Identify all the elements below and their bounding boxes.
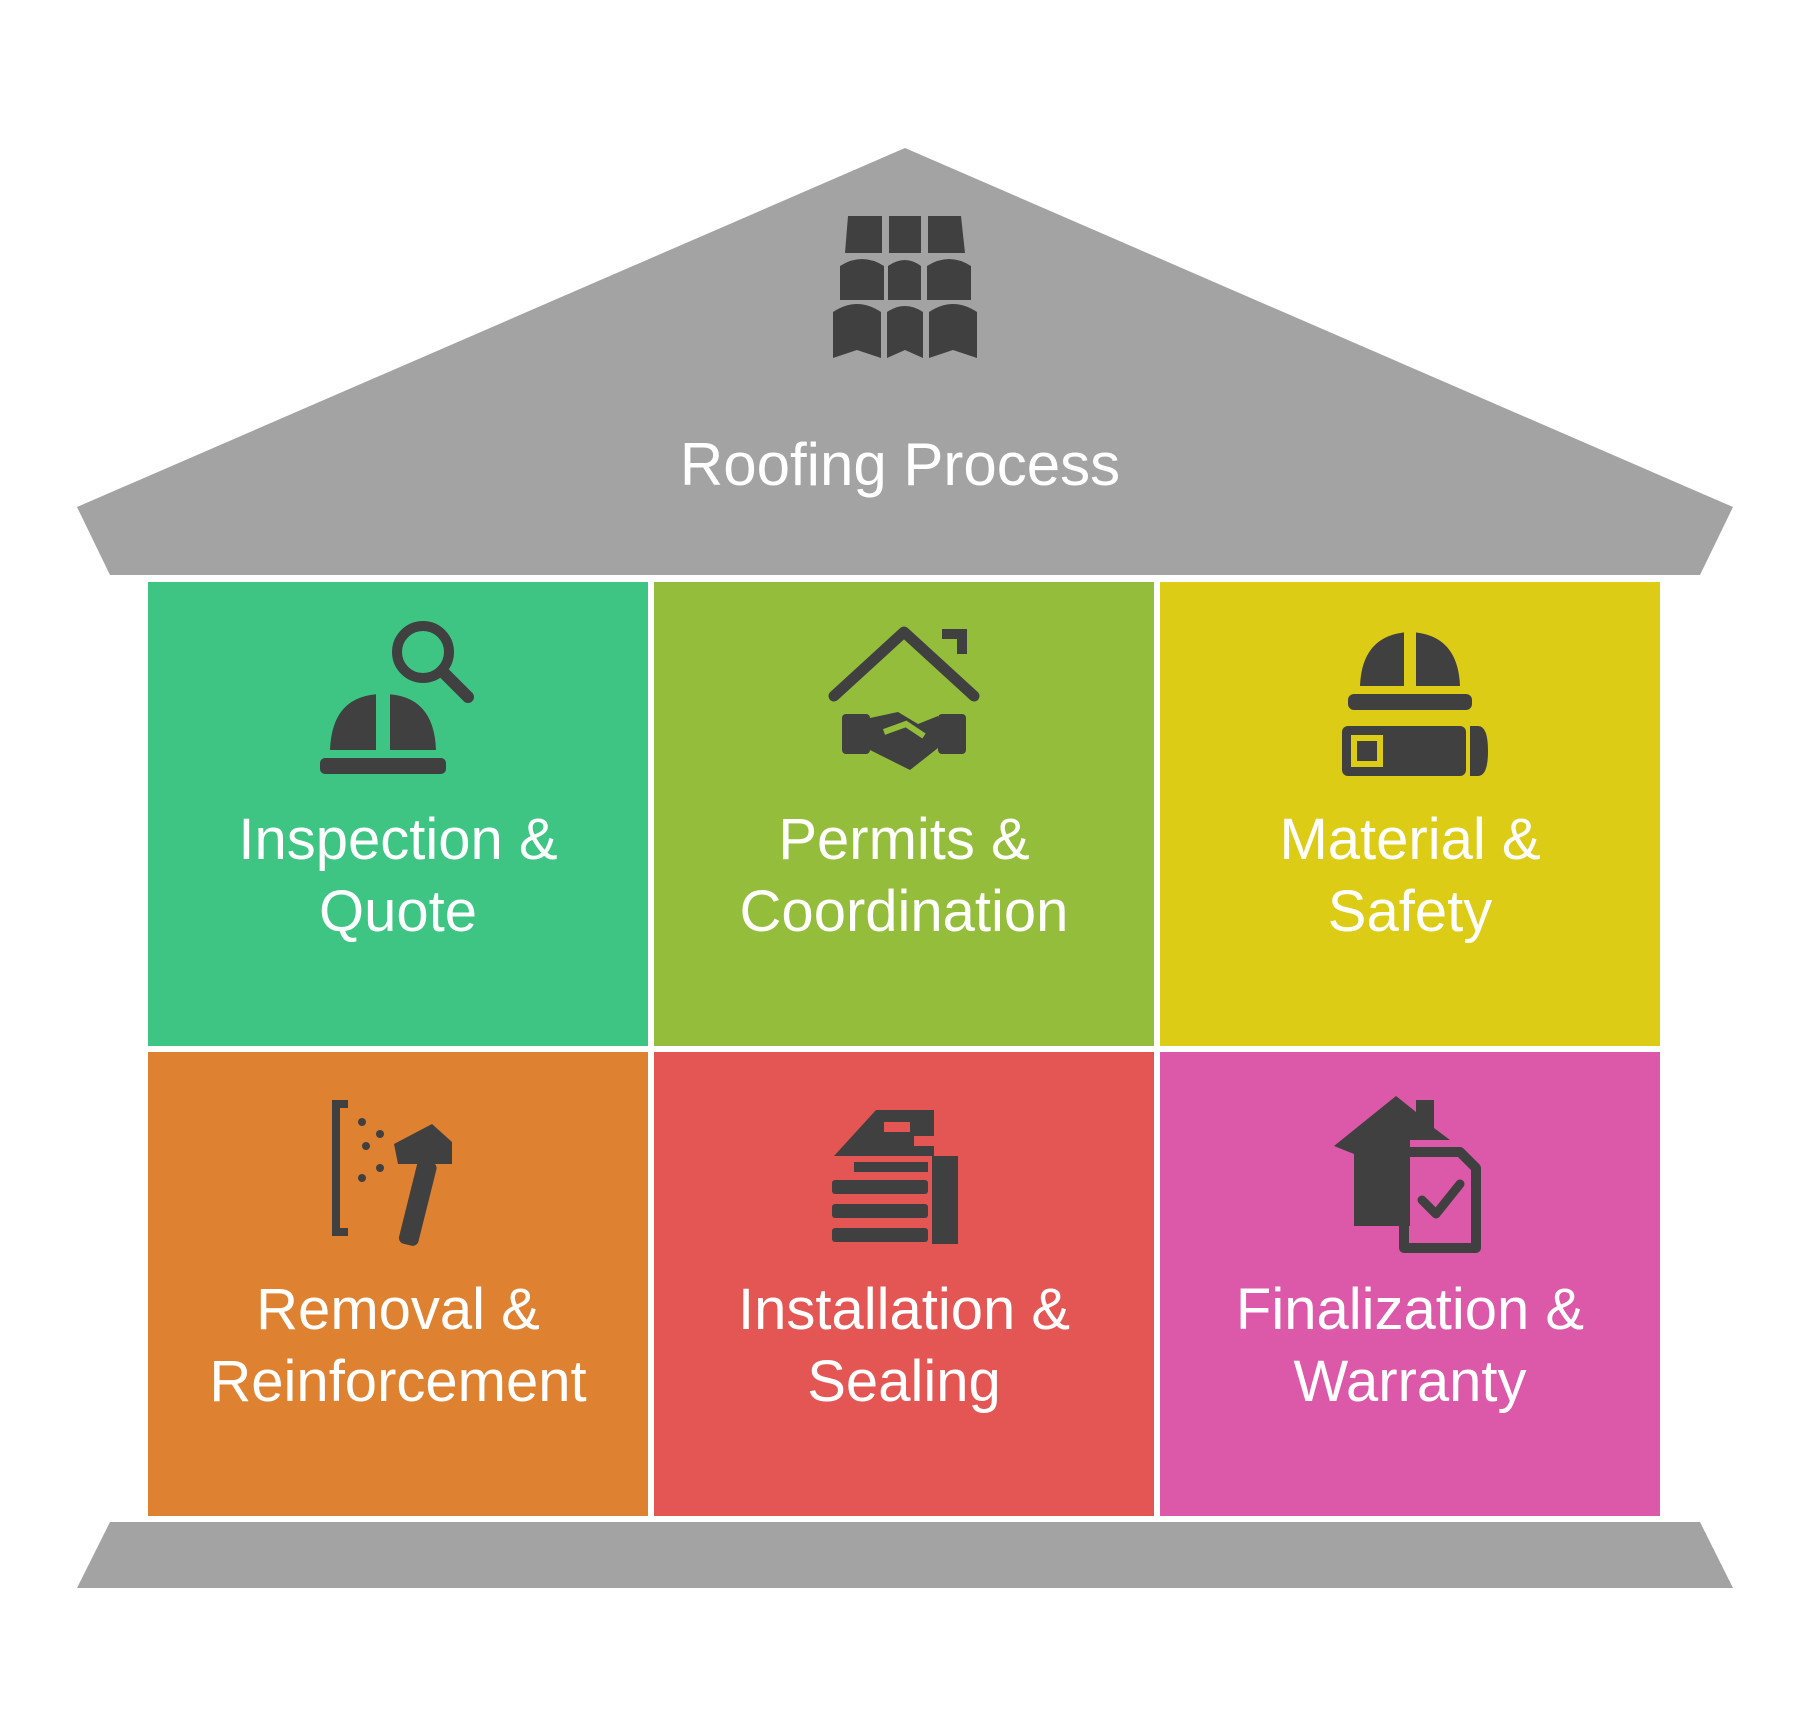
pillar-6: Finalization & Warranty [1160, 1052, 1660, 1516]
pillar-label-line1: Installation & [737, 1277, 1071, 1342]
pillar-1: Inspection & Quote [148, 582, 648, 1046]
pillar-2: Permits & Coordination [654, 582, 1154, 1046]
pillar-label: Installation & Sealing [674, 1274, 1134, 1418]
pillar-label-line2: Quote [319, 879, 477, 944]
pillar-label-line2: Warranty [1293, 1349, 1527, 1414]
pillar-3: Material & Safety [1160, 582, 1660, 1046]
pillar-label: Material & Safety [1180, 804, 1640, 948]
diagram-title: Roofing Process [679, 431, 1121, 498]
roof-tiles-icon [833, 216, 977, 358]
hardhat-magnifier-icon [308, 612, 488, 792]
foundation-base [77, 1522, 1733, 1588]
pillar-label: Finalization & Warranty [1180, 1274, 1640, 1418]
pillar-label-line2: Safety [1327, 879, 1493, 944]
pillar-4: Removal & Reinforcement [148, 1052, 648, 1516]
pillar-label: Inspection & Quote [168, 804, 628, 948]
pillar-label-line1: Material & [1279, 807, 1541, 872]
pillar-label-line2: Sealing [807, 1349, 1001, 1414]
hardhat-materials-icon [1320, 612, 1500, 792]
pillar-label-line1: Inspection & [238, 807, 558, 872]
pillar-label: Permits & Coordination [674, 804, 1134, 948]
pillar-label-line1: Permits & [778, 807, 1030, 872]
hammer-wall-icon [308, 1082, 488, 1262]
pillar-label-line2: Coordination [739, 879, 1069, 944]
pillar-label-line1: Finalization & [1235, 1277, 1585, 1342]
pillar-label-line1: Removal & [256, 1277, 540, 1342]
pillar-label: Removal & Reinforcement [168, 1274, 628, 1418]
pillar-5: Installation & Sealing [654, 1052, 1154, 1516]
roof [77, 148, 1733, 575]
pillar-label-line2: Reinforcement [209, 1349, 587, 1414]
house-certificate-icon [1320, 1082, 1500, 1262]
roof-construction-icon [814, 1082, 994, 1262]
house-handshake-icon [814, 612, 994, 792]
